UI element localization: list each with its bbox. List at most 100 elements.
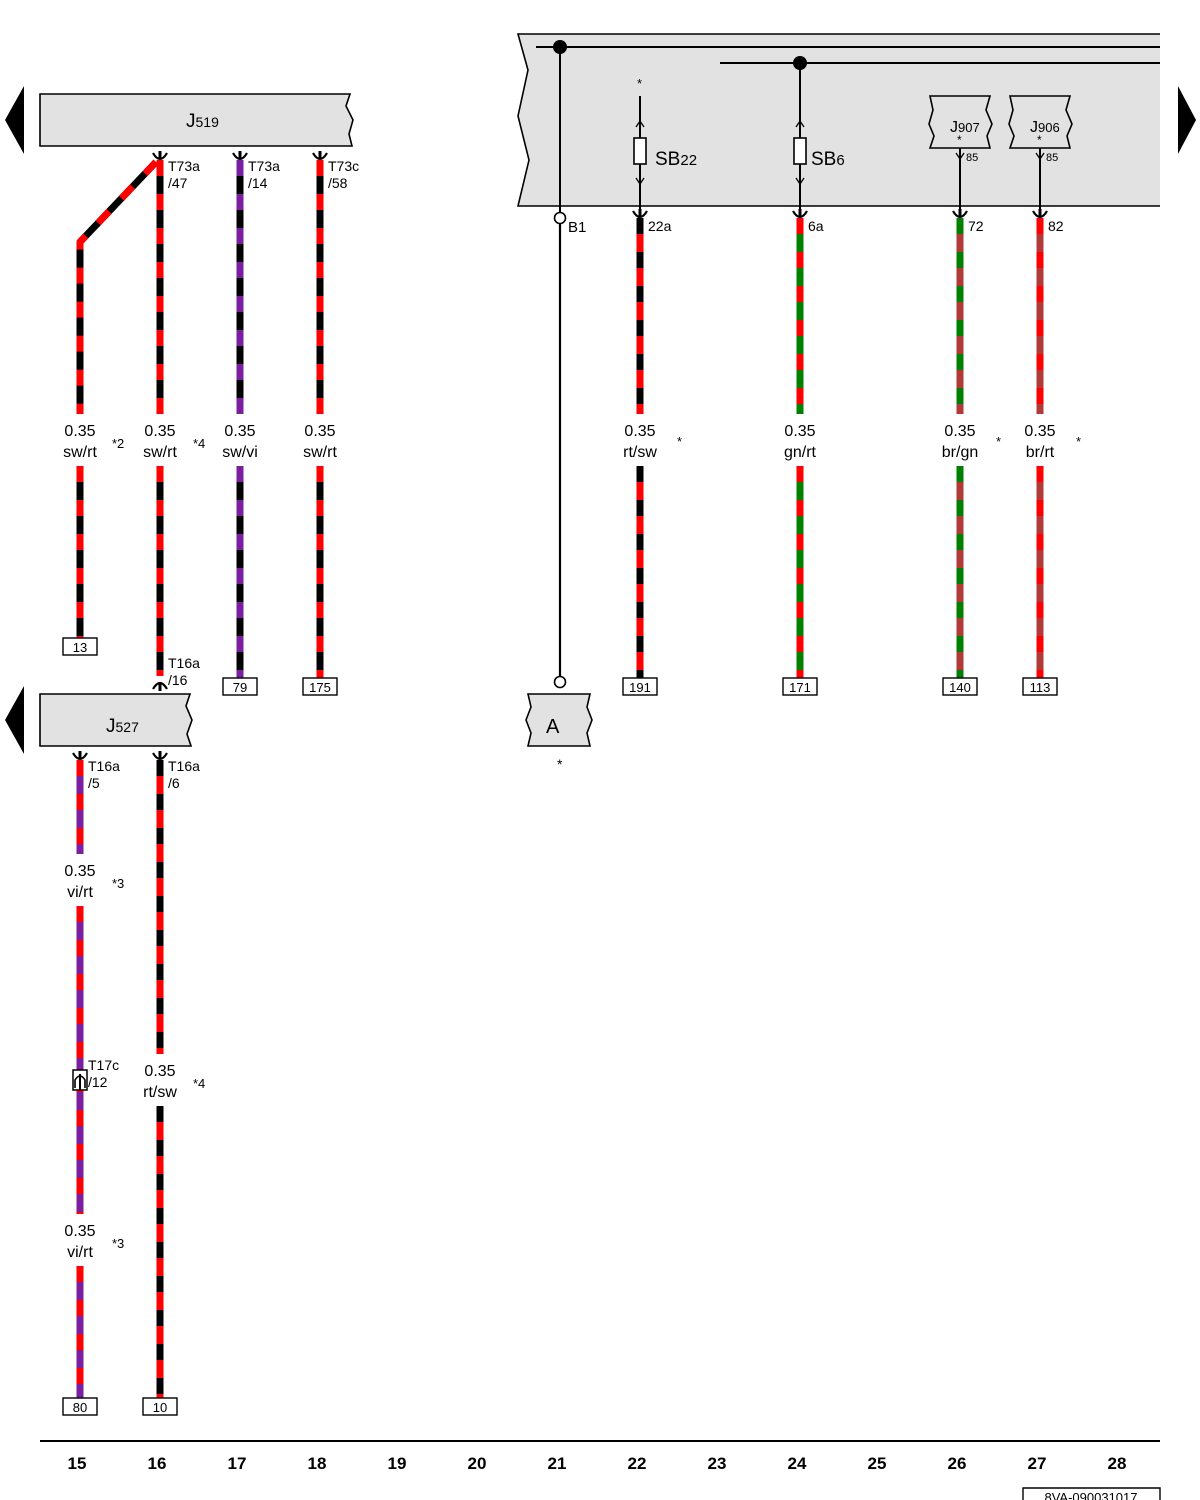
ref-box-79[interactable] [222, 677, 258, 696]
ref-box-13[interactable] [62, 637, 98, 656]
conn-t17c-12-b: /12 [88, 1074, 108, 1090]
wire-26-size: 0.35 [944, 423, 975, 440]
module-j906-box[interactable] [1008, 95, 1073, 149]
wire-16a-size: 0.35 [144, 423, 175, 440]
wire-layer [72, 151, 1048, 1398]
conn-cup-6a[interactable] [792, 210, 808, 219]
conn-t17c-12-a: T17c [88, 1057, 119, 1073]
column-number-25: 25 [868, 1454, 887, 1473]
ref-10: 10 [153, 1400, 167, 1415]
column-number-16: 16 [148, 1454, 167, 1473]
conn-t16a-16-b: /16 [168, 672, 188, 688]
end-references: 13 79 175 191 171 140 113 80 10 [62, 637, 1058, 1416]
wire-22-note: * [677, 434, 682, 449]
ref-79: 79 [233, 680, 247, 695]
conn-cup-16-t73a[interactable] [152, 152, 168, 161]
module-a-note: * [557, 756, 563, 772]
module-j527-box[interactable] [39, 693, 193, 747]
wire-17-size: 0.35 [224, 423, 255, 440]
module-a-label: A [546, 716, 560, 738]
wire-15a-upper-stripe [76, 159, 159, 414]
doc-id: 8VA-090031017 [1044, 1490, 1137, 1500]
column-number-24: 24 [788, 1454, 807, 1473]
wire-26-note: * [996, 434, 1001, 449]
ref-box-140[interactable] [942, 677, 978, 696]
ref-box-171[interactable] [782, 677, 818, 696]
wire-15b-size: 0.35 [64, 863, 95, 880]
fuse-sb6-body[interactable] [793, 137, 807, 165]
wire-15c-code: vi/rt [67, 1244, 93, 1261]
conn-cup-22a[interactable] [632, 210, 648, 219]
module-a-box[interactable] [525, 693, 593, 747]
conn-cup-18-t73c[interactable] [312, 152, 328, 161]
column-number-22: 22 [628, 1454, 647, 1473]
column-number-15: 15 [68, 1454, 87, 1473]
fuse-sb22-body[interactable] [633, 137, 647, 165]
ref-191: 191 [629, 680, 651, 695]
wire-15a-code: sw/rt [63, 444, 97, 461]
wire-16a-note: *4 [193, 436, 205, 451]
ref-140: 140 [949, 680, 971, 695]
conn-cup-72[interactable] [952, 210, 968, 219]
module-j519-box[interactable] [39, 93, 354, 147]
wire-15a-note: *2 [112, 436, 124, 451]
ref-13: 13 [73, 640, 87, 655]
wire-27-code: br/rt [1026, 444, 1055, 461]
page-ref-right-arrow[interactable] [1178, 86, 1196, 154]
column-number-27: 27 [1028, 1454, 1047, 1473]
wire-15c-size: 0.35 [64, 1223, 95, 1240]
wire-16b-size: 0.35 [144, 1063, 175, 1080]
ref-box-191[interactable] [622, 677, 658, 696]
page-ref-left-arrow-bottom[interactable] [5, 686, 24, 754]
wire-15b-code: vi/rt [67, 884, 93, 901]
wire-18-code: sw/rt [303, 444, 337, 461]
fuse-carrier-panel[interactable] [516, 33, 1160, 207]
wire-26-code: br/gn [942, 444, 978, 461]
conn-t73a-47-b: /47 [168, 175, 188, 191]
conn-cup-82[interactable] [1032, 210, 1048, 219]
wire-24-code: gn/rt [784, 444, 817, 461]
ref-171: 171 [789, 680, 811, 695]
module-j907-box[interactable] [928, 95, 993, 149]
conn-cup-17-t73a[interactable] [232, 152, 248, 161]
ref-box-80[interactable] [62, 1397, 98, 1416]
conn-t16a-16-a: T16a [168, 655, 200, 671]
conn-t73c-58-a: T73c [328, 158, 359, 174]
conn-cup-16-t16a16[interactable] [152, 681, 168, 690]
module-j906-star: * [1037, 133, 1042, 147]
fuse-sb22-star: * [637, 76, 642, 91]
conn-cup-16-t16a6[interactable] [152, 752, 168, 761]
page-ref-left-arrow-top[interactable] [5, 86, 24, 154]
wire-27-size: 0.35 [1024, 423, 1055, 440]
connector-a-pin[interactable] [553, 675, 567, 689]
wire-24-size: 0.35 [784, 423, 815, 440]
wire-15a-upper[interactable] [76, 159, 159, 414]
conn-t73a-14-b: /14 [248, 175, 268, 191]
connector-b1[interactable] [553, 211, 567, 225]
column-number-18: 18 [308, 1454, 327, 1473]
conn-22a: 22a [648, 218, 672, 234]
j906-pin-label: 85 [1046, 152, 1058, 164]
column-number-23: 23 [708, 1454, 727, 1473]
column-number-21: 21 [548, 1454, 567, 1473]
conn-cup-15-t16a5[interactable] [72, 752, 88, 761]
fuse-sb6-label: SB6 [811, 149, 845, 170]
module-j519-label: J519 [186, 111, 219, 132]
column-number-20: 20 [468, 1454, 487, 1473]
wire-15c-note: *3 [112, 1236, 124, 1251]
conn-t73c-58-b: /58 [328, 175, 348, 191]
wire-22-size: 0.35 [624, 423, 655, 440]
ref-box-113[interactable] [1022, 677, 1058, 696]
wire-16b-note: *4 [193, 1076, 205, 1091]
module-j907-label: J907 [950, 119, 980, 136]
ref-box-10[interactable] [142, 1397, 178, 1416]
conn-t16a-6-a: T16a [168, 758, 200, 774]
wire-16b-code: rt/sw [143, 1084, 177, 1101]
ref-box-175[interactable] [302, 677, 338, 696]
ref-80: 80 [73, 1400, 87, 1415]
conn-t16a-5-a: T16a [88, 758, 120, 774]
inline-arrow-marks [635, 119, 1045, 186]
ref-113: 113 [1030, 680, 1051, 695]
wire-22-code: rt/sw [623, 444, 657, 461]
